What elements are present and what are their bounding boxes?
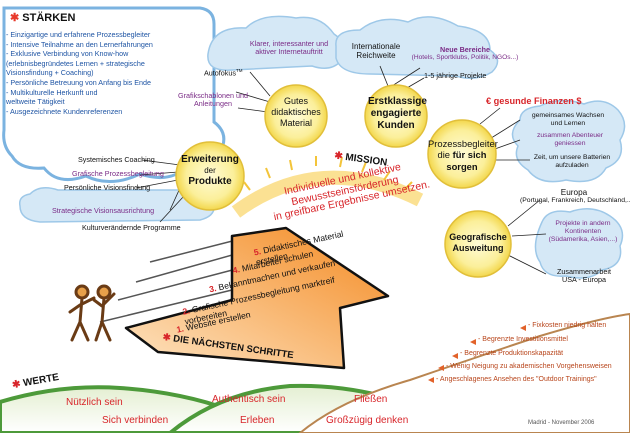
staerken-item: - Intensive Teilnahme an den Lernerfahru… [6, 39, 153, 49]
wert-item: Großzügig denken [326, 415, 409, 426]
risk-item: - Begrenzte Produktionskapazität [460, 350, 564, 357]
star-icon: ✱ [10, 12, 20, 24]
produkt-note: Systemisches Coaching [78, 155, 155, 164]
material-note-autofokus: AutofokusTM [204, 68, 242, 78]
erweiterung-line-2: der [204, 166, 216, 175]
geo-note-europa: Europa (Portugal, Frankreich, Deutschlan… [520, 188, 630, 205]
produkt-note: Strategische Visionsausrichtung [52, 206, 155, 215]
staerken-title: ✱ STÄRKEN [10, 12, 75, 25]
prozess-line-4: sorgen [446, 160, 478, 172]
mission-sun [231, 156, 424, 218]
risk-item: - Begrenzte Investitionsmittel [478, 336, 568, 343]
staerken-list: - Einzigartige und erfahrene Prozessbegl… [6, 30, 206, 116]
circle-kunden: Erstklassige engagierte Kunden [368, 96, 427, 131]
staerken-item: weltweite Tätigkeit [6, 97, 65, 107]
staerken-item: - Exklusive Verbindung von Know-how [6, 49, 129, 59]
neue-bereiche-title: Neue Bereiche [440, 45, 490, 54]
wert-item: Fließen [354, 394, 388, 405]
staerken-cloud [2, 6, 226, 183]
step-number: 3. [208, 283, 218, 295]
risk-item: - Fixkosten niedrig halten [528, 322, 607, 329]
tm-mark: TM [235, 68, 243, 73]
prozess-note-wachsen: gemeinsames Wachsen und Lernen [531, 112, 605, 127]
steps-arrow [124, 226, 390, 370]
erweiterung-line-3: Produkte [188, 175, 232, 187]
prozess-note-zeit: Zeit, um unsere Batterien aufzuladen [533, 154, 611, 169]
staerken-title-text: STÄRKEN [22, 12, 76, 24]
cloud-prozess [511, 99, 626, 183]
cloud-geo [534, 208, 624, 279]
prozess-line-2: die [437, 149, 451, 161]
material-note-klarer: Klarer, interessanter und aktiver Intern… [249, 39, 329, 57]
material-note-grafik: Grafikschablonen und Anleitungen [178, 91, 248, 109]
staerken-item: - Multikulturelle Herkunft und [6, 87, 98, 97]
circle-prozess: Prozessbegleiter die für sich sorgen [428, 138, 498, 172]
risk-arrowheads [428, 325, 526, 383]
risk-item: - Wenig Neigung zu akademischen Vorgehen… [446, 363, 612, 370]
cloud-material [207, 15, 346, 71]
wert-item: Sich verbinden [102, 415, 169, 426]
circle-geo: Geografische Ausweitung [449, 232, 507, 253]
geo-note-projekte: Projekte in andern Kontinenten (Südameri… [548, 220, 618, 243]
wert-item: Erleben [240, 415, 275, 426]
erweiterung-line-1: Erweiterung [181, 154, 239, 165]
prozess-note-finanzen: € gesunde Finanzen $ [486, 96, 582, 106]
staerken-item: - Persönliche Betreuung von Anfang bis E… [6, 77, 152, 87]
produkt-note: Kulturverändernde Programme [82, 223, 181, 232]
staerken-item: (erlebnisbegründetes Lernen + strategisc… [6, 58, 145, 68]
produkt-note: Persönliche Visionsfindung [64, 183, 151, 192]
neue-bereiche-sub: (Hotels, Sportklubs, Politik, NGOs...) [411, 54, 519, 62]
europa-title: Europa [560, 188, 588, 197]
circle-erweiterung: Erweiterung der Produkte [180, 154, 240, 188]
risk-item: - Angeschlagenes Ansehen des "Outdoor Tr… [436, 376, 597, 383]
europa-sub: (Portugal, Frankreich, Deutschland,...) [520, 197, 630, 205]
staerken-item: Visionsfindung + Coaching) [6, 68, 94, 78]
step-number: 4. [231, 264, 241, 276]
footer-date: Madrid - November 2006 [528, 420, 595, 426]
staerken-item: - Einzigartige und erfahrene Prozessbegl… [6, 30, 151, 39]
wert-item: Nützlich sein [66, 397, 123, 408]
circles [175, 84, 512, 278]
staerken-item: - Ausgezeichnete Kundenreferenzen [6, 106, 123, 116]
people-figures [68, 284, 116, 342]
cloud-kunden [335, 16, 499, 79]
prozess-note-abenteuer: zusammen Abenteuer geniessen [536, 132, 604, 147]
kunden-note-intl: Internationale Reichweite [351, 42, 401, 61]
autofokus-text: Autofokus [204, 68, 236, 78]
kunden-note-neue: Neue Bereiche (Hotels, Sportklubs, Polit… [410, 45, 520, 62]
hill-right [298, 312, 630, 433]
circle-material: Gutes didaktisches Material [271, 96, 321, 128]
prozess-line-1: Prozessbegleiter [428, 138, 498, 149]
wert-item: Authentisch sein [212, 394, 286, 405]
produkt-note: Grafische Prozessbegleitung [72, 169, 164, 178]
kunden-note-projekte: 1-5 jährige Projekte [424, 71, 487, 80]
geo-note-usa: Zusammenarbeit USA - Europa [557, 267, 611, 285]
prozess-line-3: für sich [452, 149, 487, 161]
